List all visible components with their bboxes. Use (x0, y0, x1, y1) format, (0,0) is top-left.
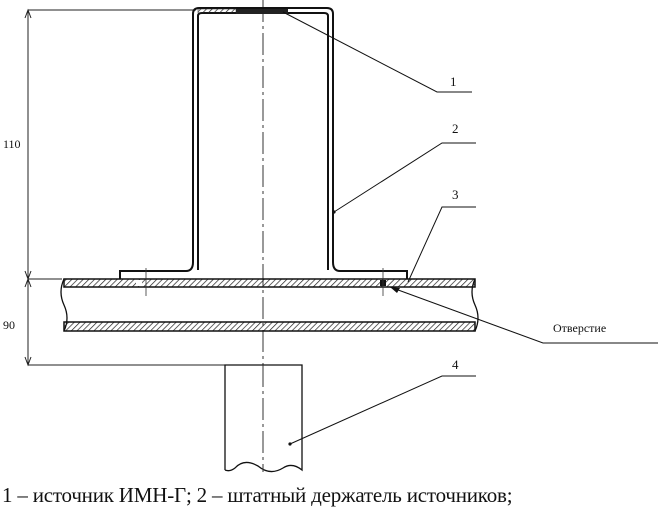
dimension-lines (24, 8, 225, 367)
leader-dot-2 (332, 210, 336, 214)
callout-2: 2 (452, 121, 459, 136)
figure-caption: 1 – источник ИМН-Г; 2 – штатный держател… (2, 483, 513, 507)
leader-lines (282, 11, 658, 445)
plate (60, 268, 479, 332)
callout-3: 3 (452, 187, 459, 202)
source-hatched-strip (197, 8, 237, 14)
callout-hole: Отверстие (553, 321, 606, 335)
dimension-110: 110 (3, 137, 21, 151)
dimension-90: 90 (3, 318, 15, 332)
source-imn-g (236, 9, 288, 14)
leader-dot-4 (288, 442, 292, 446)
callout-1: 1 (450, 74, 457, 89)
callout-4: 4 (452, 357, 459, 372)
hole-arrow (390, 287, 400, 293)
